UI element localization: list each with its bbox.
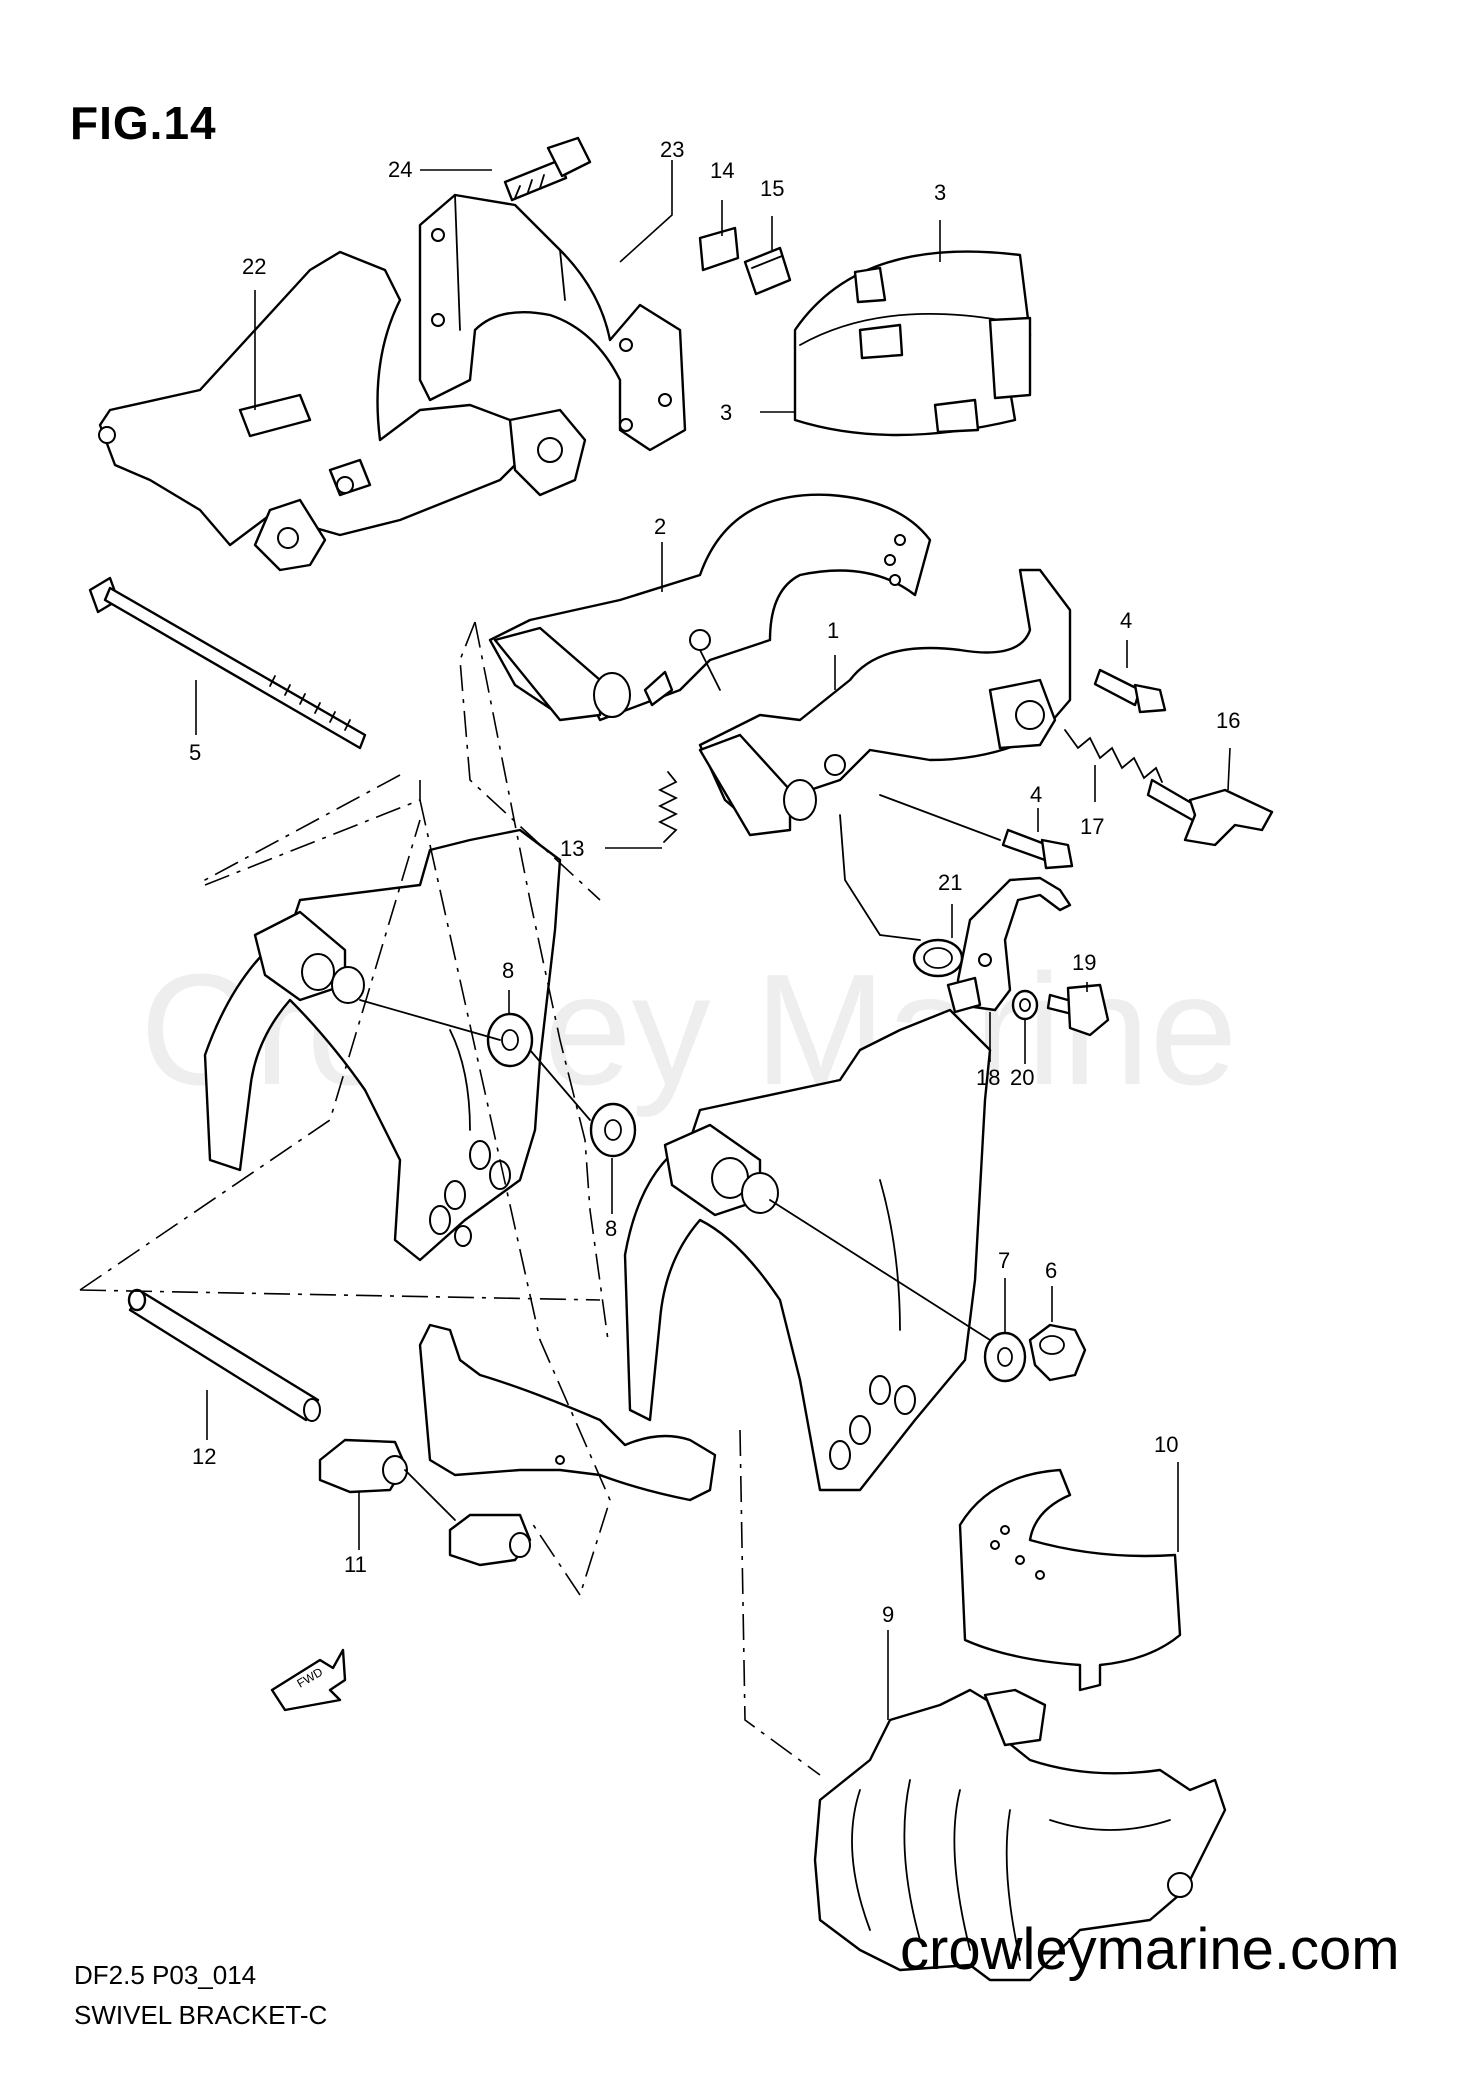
fwd-arrow-icon: FWD bbox=[270, 1648, 347, 1712]
callout-21: 21 bbox=[938, 870, 962, 895]
callout-8-upper: 8 bbox=[502, 958, 514, 983]
callout-9: 9 bbox=[882, 1602, 894, 1627]
callout-22: 22 bbox=[242, 254, 266, 279]
part-23-clamp-bracket[interactable] bbox=[418, 193, 687, 452]
alignment-lines bbox=[79, 621, 1001, 1776]
website-link[interactable]: crowleymarine.com bbox=[900, 1917, 1400, 1982]
callout-13: 13 bbox=[560, 836, 584, 861]
part-16-thumb-screw[interactable] bbox=[1146, 778, 1274, 847]
part-12-tube[interactable] bbox=[127, 1288, 321, 1422]
part-1-swivel-bracket[interactable] bbox=[698, 568, 1072, 837]
callout-23: 23 bbox=[660, 137, 684, 162]
model-code: DF2.5 P03_014 bbox=[74, 1960, 257, 1990]
part-18-lever[interactable] bbox=[946, 876, 1072, 1014]
callout-20: 20 bbox=[1010, 1065, 1034, 1090]
callout-15: 15 bbox=[760, 176, 784, 201]
clamp-bracket-left bbox=[203, 828, 562, 1262]
figure-title: FIG.14 bbox=[70, 97, 217, 149]
callout-5: 5 bbox=[189, 740, 201, 765]
lower-connecting-bracket bbox=[418, 1323, 717, 1502]
part-19-bolt[interactable] bbox=[1046, 983, 1110, 1037]
callout-8-lower: 8 bbox=[605, 1216, 617, 1241]
callout-10: 10 bbox=[1154, 1432, 1178, 1457]
part-9-tilt-base[interactable] bbox=[813, 1688, 1227, 1982]
part-14-pad[interactable] bbox=[698, 226, 740, 272]
callout-18: 18 bbox=[976, 1065, 1000, 1090]
callout-3-lower: 3 bbox=[720, 400, 732, 425]
callout-24: 24 bbox=[388, 157, 412, 182]
part-20-washer[interactable] bbox=[1011, 989, 1039, 1021]
callout-7: 7 bbox=[998, 1248, 1010, 1273]
part-8-washer-upper[interactable] bbox=[486, 1012, 534, 1068]
part-8-washer-lower[interactable] bbox=[589, 1102, 637, 1158]
callout-4-lower: 4 bbox=[1030, 782, 1042, 807]
part-21-spring-ring[interactable] bbox=[912, 938, 964, 978]
part-24-bolt[interactable] bbox=[503, 136, 592, 202]
part-22-swivel-arm[interactable] bbox=[98, 250, 587, 572]
callout-14: 14 bbox=[710, 158, 734, 183]
callout-16: 16 bbox=[1216, 708, 1240, 733]
part-11-bushing[interactable] bbox=[318, 1438, 532, 1567]
part-4-bolt-upper[interactable] bbox=[1093, 668, 1167, 714]
callout-4-upper: 4 bbox=[1120, 608, 1132, 633]
callout-17: 17 bbox=[1080, 814, 1104, 839]
part-6-nut[interactable] bbox=[1028, 1323, 1087, 1382]
callout-12: 12 bbox=[192, 1444, 216, 1469]
callout-1: 1 bbox=[827, 618, 839, 643]
part-4-bolt-lower[interactable] bbox=[1001, 828, 1074, 870]
part-10-lower-bushing[interactable] bbox=[958, 1468, 1182, 1692]
part-7-washer[interactable] bbox=[983, 1331, 1027, 1383]
part-3-bushing[interactable] bbox=[793, 250, 1032, 437]
callout-labels: 24 23 14 15 3 22 3 2 1 4 16 5 13 4 17 21… bbox=[189, 137, 1240, 1627]
section-name: SWIVEL BRACKET-C bbox=[74, 2000, 328, 2030]
callout-19: 19 bbox=[1072, 950, 1096, 975]
part-17-spring[interactable] bbox=[1064, 729, 1163, 783]
clamp-bracket-right bbox=[623, 1008, 992, 1492]
callout-11: 11 bbox=[344, 1552, 367, 1577]
part-5-long-bolt[interactable] bbox=[88, 576, 367, 750]
part-2-tilt-arm[interactable] bbox=[488, 493, 932, 722]
callout-3-upper: 3 bbox=[934, 180, 946, 205]
part-15-pad[interactable] bbox=[743, 246, 792, 296]
callout-2: 2 bbox=[654, 514, 666, 539]
callout-6: 6 bbox=[1045, 1258, 1057, 1283]
leader-lines bbox=[195, 160, 1231, 1720]
part-13-spring[interactable] bbox=[657, 771, 679, 843]
